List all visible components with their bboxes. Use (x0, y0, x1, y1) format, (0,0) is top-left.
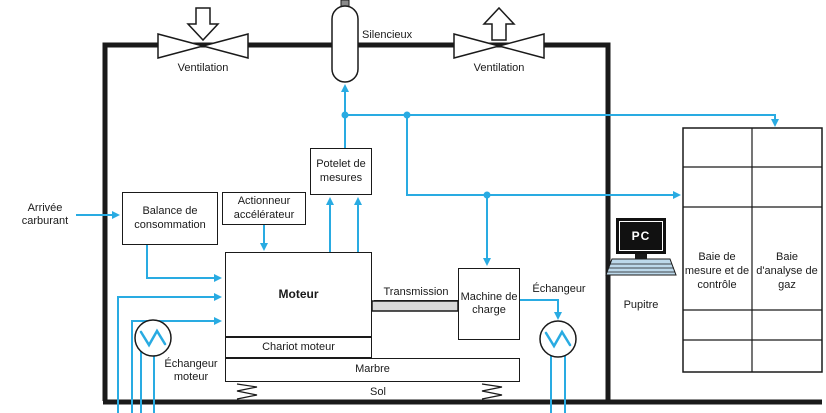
air-in-arrow-icon (186, 7, 220, 42)
transmission-label: Transmission (374, 286, 458, 302)
measure-bay-label: Baie de mesure et de contrôle (684, 251, 750, 291)
console-desk-label: Pupitre (623, 299, 659, 311)
pc-label: PC (619, 221, 663, 251)
fuel-balance-label: Balance de consommation (134, 205, 206, 231)
ventilation-valve-right-icon (453, 6, 545, 59)
instrument-bay-grid (682, 127, 823, 373)
engine-cart-box: Chariot moteur (225, 337, 372, 358)
junction-dot (403, 111, 411, 119)
pipe-arrowheads (112, 84, 779, 325)
ventilation-left-label: Ventilation (177, 62, 229, 74)
bedplate-box: Marbre (225, 358, 520, 382)
pc-monitor: PC (616, 218, 666, 254)
throttle-actuator-box: Actionneur accélérateur (222, 192, 306, 225)
fuel-inlet-label: Arrivée carburant (21, 202, 69, 228)
measuring-post-label: Potelet de mesures (316, 158, 366, 184)
engine-box: Moteur (225, 252, 372, 337)
engine-cart-label: Chariot moteur (262, 340, 335, 353)
measuring-post-box: Potelet de mesures (310, 148, 372, 195)
keyboard-icon (605, 254, 677, 276)
floor-label: Sol (370, 386, 386, 398)
gas-analysis-bay-label: Baie d'analyse de gaz (756, 251, 818, 291)
engine-exchanger-label: Échangeur moteur (164, 358, 218, 384)
ventilation-right-label: Ventilation (473, 62, 525, 74)
load-machine-box: Machine de charge (458, 268, 520, 340)
bedplate-label: Marbre (355, 363, 390, 376)
load-machine-label: Machine de charge (460, 290, 518, 316)
throttle-actuator-label: Actionneur accélérateur (233, 195, 295, 221)
right-exchanger-icon (539, 320, 577, 358)
spring-icons (236, 383, 503, 400)
right-exchanger-label: Échangeur (532, 283, 586, 295)
fuel-balance-box: Balance de consommation (122, 192, 218, 245)
silencer-icon (331, 0, 359, 83)
junction-dot (341, 111, 349, 119)
ventilation-valve-left-icon (157, 7, 249, 59)
junction-dot (483, 191, 491, 199)
pipes-network (76, 88, 776, 413)
silencer-label: Silencieux (362, 29, 413, 41)
air-out-arrow-icon (482, 6, 516, 41)
transmission-shaft (371, 300, 459, 312)
engine-exchanger-icon (134, 319, 172, 357)
engine-label: Moteur (278, 287, 319, 302)
